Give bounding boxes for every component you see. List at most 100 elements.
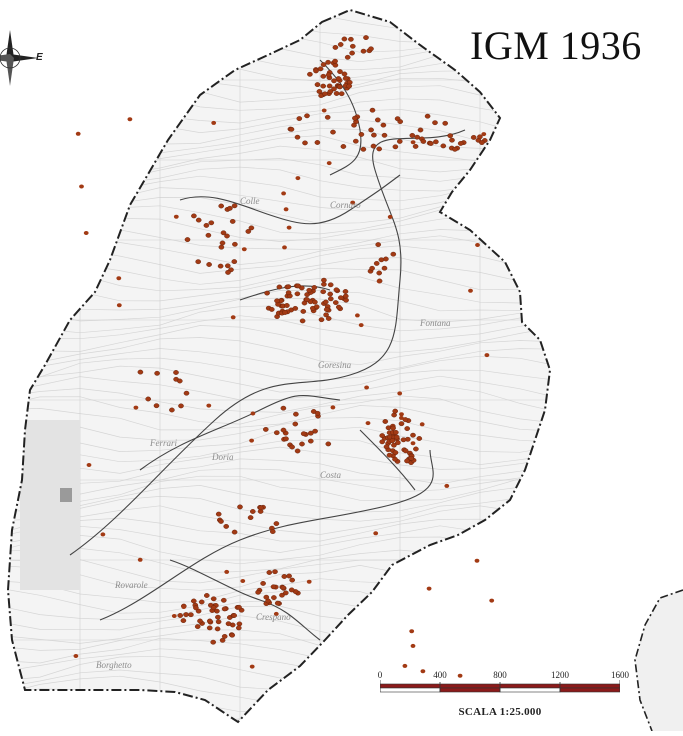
feature-point: [389, 438, 396, 444]
feature-point: [280, 427, 287, 433]
feature-point: [317, 66, 324, 72]
feature-point: [379, 433, 386, 438]
feature-point: [215, 614, 221, 620]
feature-point: [410, 441, 416, 446]
urban-area: [20, 420, 80, 590]
feature-point: [285, 290, 292, 296]
feature-point: [236, 621, 243, 627]
feature-point: [338, 91, 345, 97]
feature-point: [299, 318, 306, 324]
feature-point: [273, 430, 280, 436]
feature-point: [249, 438, 255, 443]
feature-point: [255, 589, 261, 595]
feature-point: [220, 230, 227, 236]
feature-point: [171, 614, 177, 618]
feature-point: [289, 577, 296, 583]
feature-point: [218, 244, 225, 250]
feature-point: [224, 233, 230, 239]
feature-point: [307, 71, 313, 77]
feature-point: [457, 673, 463, 678]
contour-line: [8, 325, 550, 353]
feature-point: [337, 42, 344, 47]
compass-east-label: E: [36, 52, 43, 63]
compass-icon: [0, 30, 38, 86]
road-path: [359, 429, 416, 491]
feature-point: [257, 505, 264, 511]
compass-needle: [0, 54, 12, 62]
feature-point: [320, 83, 327, 89]
feature-point: [173, 214, 179, 219]
feature-point: [333, 91, 340, 96]
feature-point: [410, 432, 416, 438]
feature-point: [380, 122, 387, 128]
feature-point: [194, 624, 201, 629]
feature-point: [232, 241, 238, 247]
feature-point: [79, 184, 84, 189]
feature-point: [442, 120, 449, 126]
feature-point: [342, 289, 349, 294]
feature-point: [374, 117, 381, 123]
feature-point: [262, 426, 269, 432]
feature-point: [292, 305, 299, 311]
feature-point: [276, 284, 283, 290]
feature-point: [321, 281, 327, 287]
feature-point: [293, 411, 299, 417]
feature-point: [184, 237, 191, 243]
feature-point: [332, 45, 339, 50]
feature-point: [294, 291, 301, 297]
road-path: [69, 129, 466, 556]
feature-point: [326, 83, 333, 89]
feature-point: [288, 126, 295, 132]
feature-point: [245, 228, 252, 234]
building: [60, 488, 72, 502]
contour-line: [8, 365, 550, 393]
feature-point: [269, 529, 276, 534]
feature-point: [326, 161, 332, 166]
feature-point: [304, 113, 310, 119]
feature-point: [444, 483, 450, 488]
contour-line: [8, 375, 550, 401]
feature-point: [358, 131, 365, 137]
feature-point: [452, 146, 458, 152]
feature-point: [260, 581, 266, 586]
feature-point: [285, 284, 292, 290]
feature-point: [206, 625, 213, 631]
feature-point: [337, 295, 344, 301]
study-area-fill: [8, 10, 550, 722]
feature-point: [399, 412, 404, 417]
feature-point: [337, 84, 343, 90]
feature-point: [145, 396, 151, 402]
feature-point: [322, 299, 329, 305]
feature-point: [408, 455, 415, 461]
feature-point: [370, 143, 377, 149]
feature-point: [268, 306, 275, 312]
feature-point: [211, 120, 217, 125]
feature-point: [247, 515, 254, 520]
feature-point: [221, 634, 228, 639]
feature-point: [479, 140, 485, 146]
feature-point: [352, 138, 359, 144]
feature-point: [282, 310, 288, 315]
feature-point: [205, 232, 212, 238]
feature-point: [391, 442, 397, 448]
compass-ring: [0, 47, 21, 69]
feature-point: [133, 405, 139, 410]
place-label: Costa: [320, 470, 342, 480]
feature-point: [153, 403, 160, 409]
feature-point: [394, 116, 401, 122]
feature-point: [137, 557, 143, 562]
place-label: Borghetto: [96, 660, 132, 670]
feature-point: [299, 441, 305, 447]
feature-point: [183, 390, 190, 396]
scale-tick-label: 800: [493, 670, 507, 680]
contour-line: [8, 395, 550, 425]
feature-point: [169, 407, 175, 413]
feature-point: [386, 452, 393, 458]
feature-point: [178, 403, 184, 409]
feature-point: [75, 131, 81, 136]
feature-point: [420, 669, 426, 674]
feature-point: [387, 214, 393, 219]
feature-point: [231, 613, 237, 618]
feature-point: [351, 122, 357, 128]
feature-point: [271, 595, 277, 600]
